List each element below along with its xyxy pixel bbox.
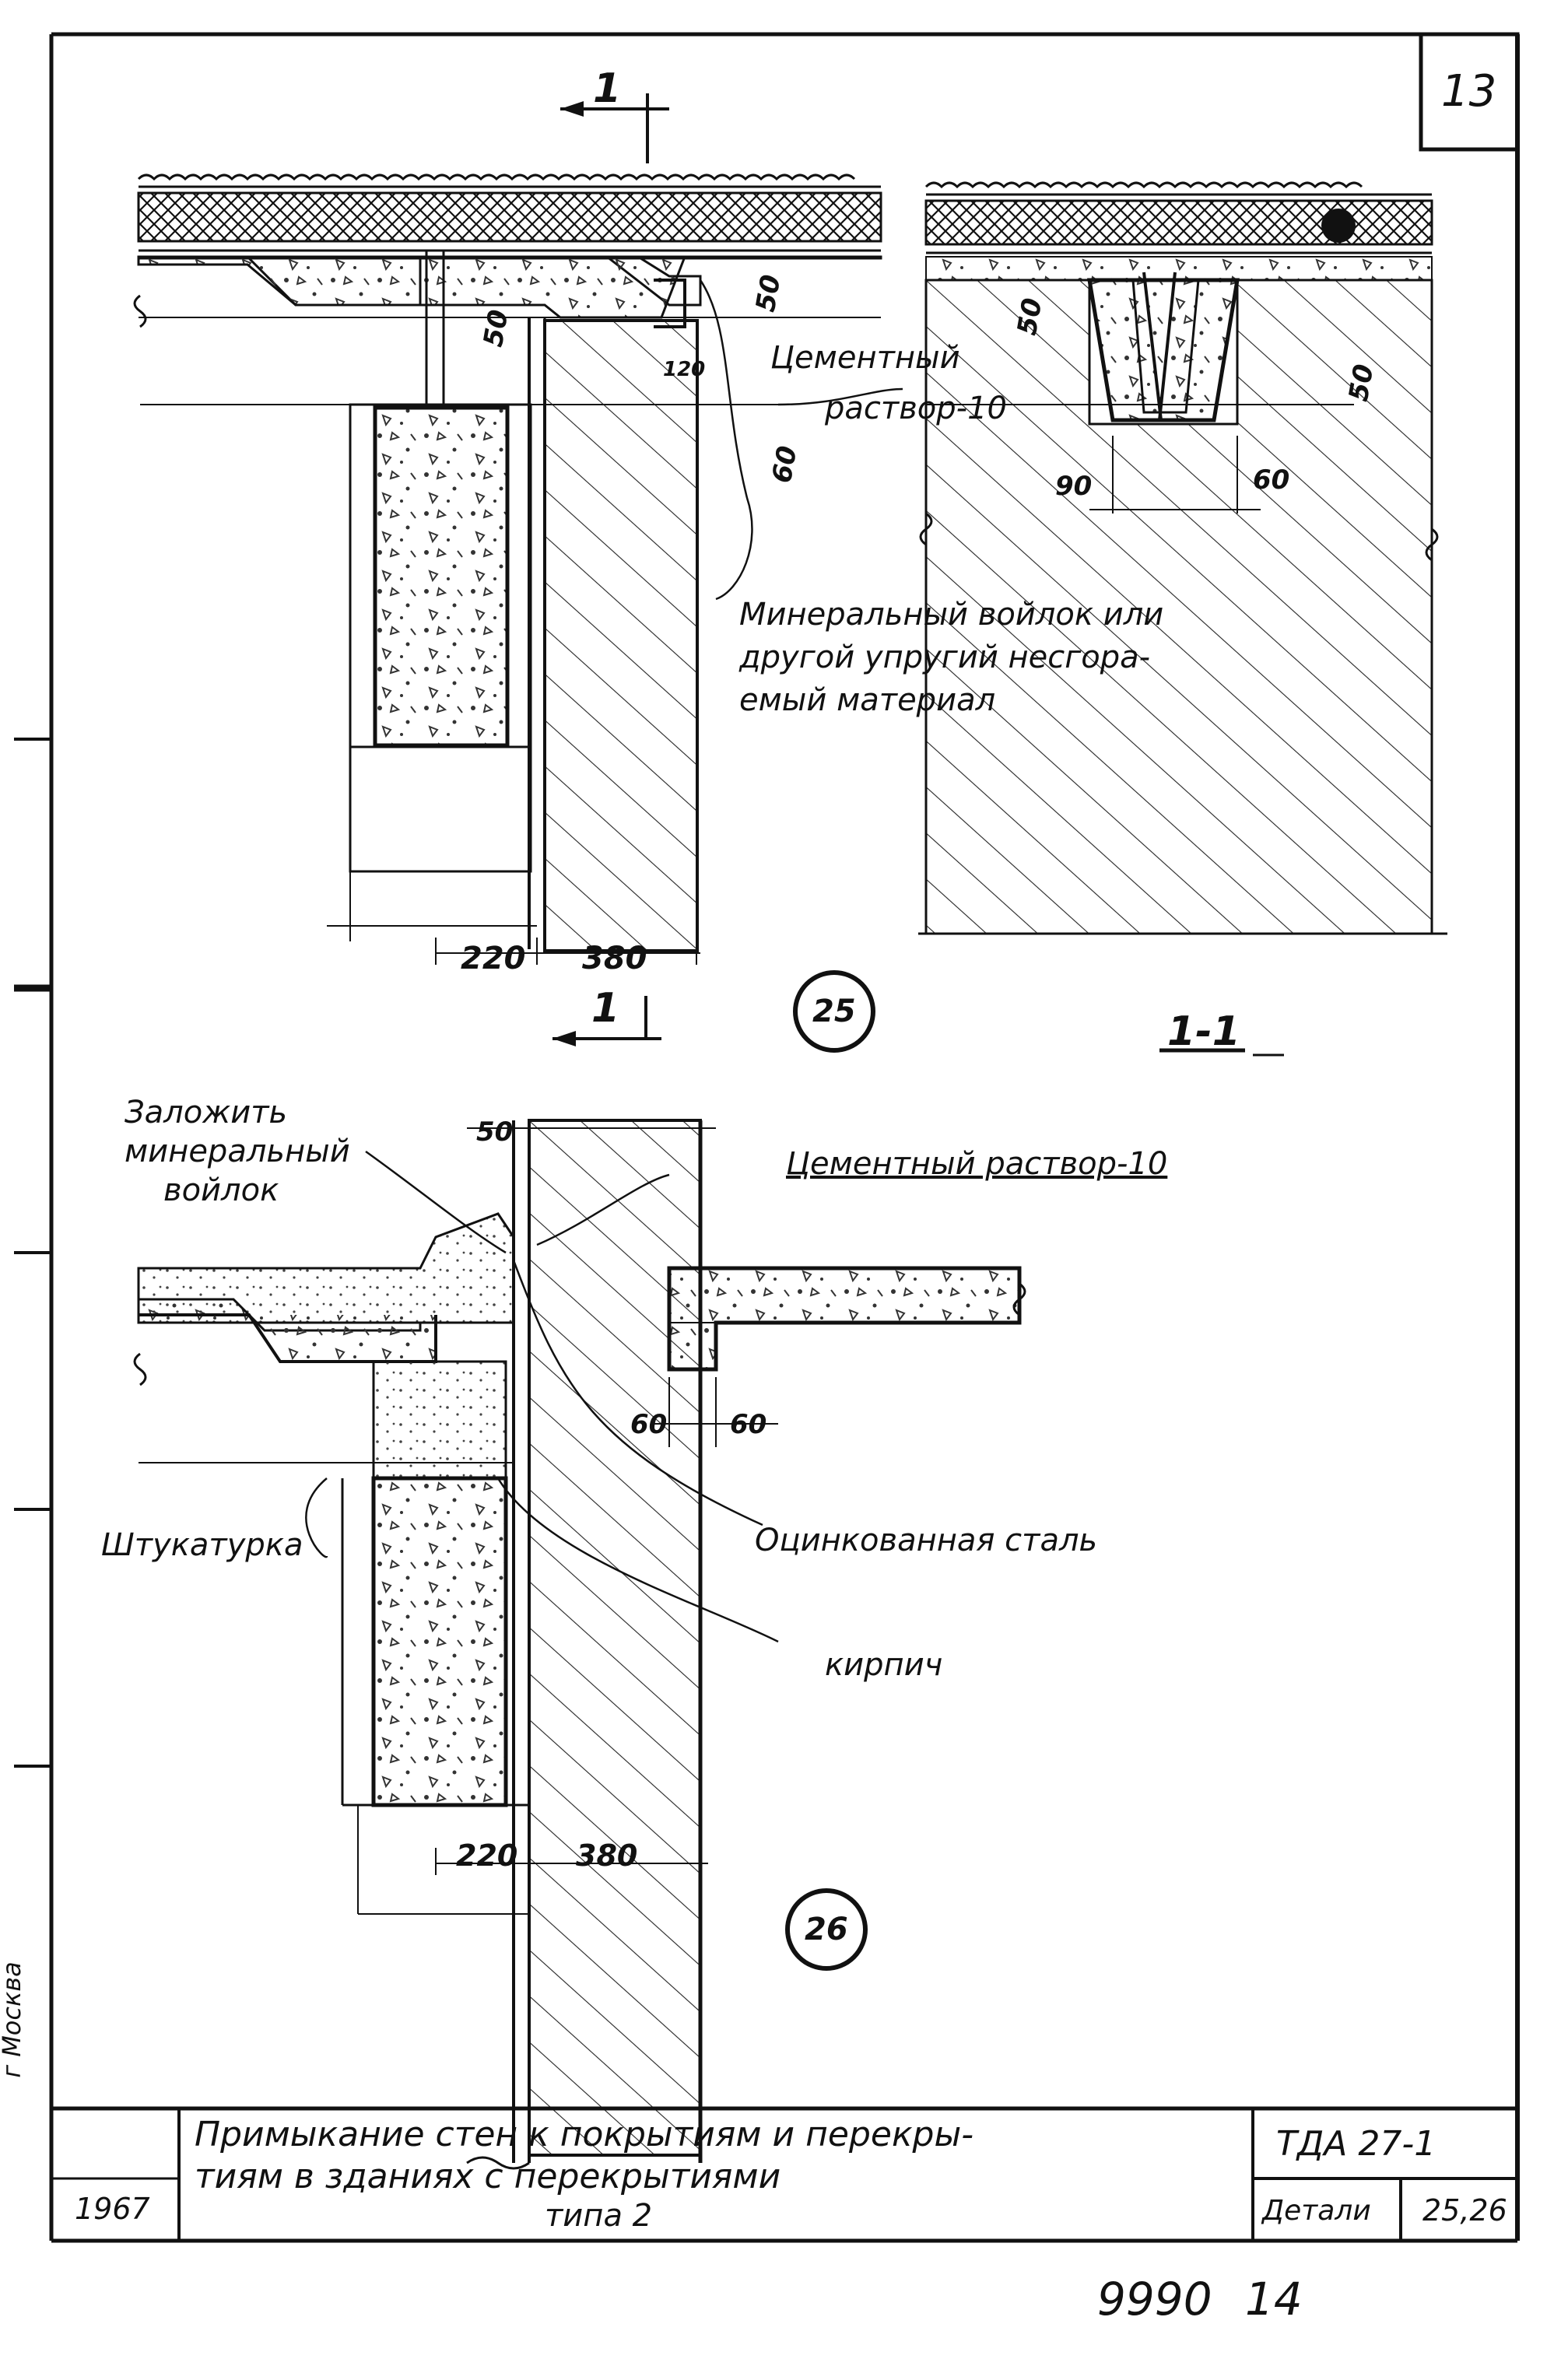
- plaster-label: Штукатурка: [101, 1527, 303, 1563]
- dim-25-50a: 50: [477, 307, 515, 349]
- detail-26-number: 26: [805, 1912, 848, 1947]
- footer-page: 14: [1245, 2273, 1303, 2326]
- title-line-2: тиям в зданиях с перекрытиями: [195, 2157, 781, 2196]
- dim-25-50b: 50: [749, 272, 788, 314]
- title-line-3: типа 2: [545, 2198, 653, 2234]
- title-year: 1967: [75, 2192, 150, 2226]
- detail-25-drawing: [133, 93, 903, 1053]
- title-line-1: Примыкание стен к покрытиям и перекры-: [195, 2115, 974, 2154]
- dim-25-50c: 50: [1011, 296, 1049, 338]
- dim-26-60a: 60: [630, 1409, 668, 1440]
- cement-mortar-label-2: раствор-10: [825, 391, 1007, 426]
- lay-felt-label: Заложить: [125, 1095, 288, 1130]
- lay-felt-label-3: войлок: [163, 1172, 279, 1208]
- mineral-felt-label: Минеральный войлок или: [739, 597, 1164, 633]
- galvanized-steel-label: Оцинкованная сталь: [755, 1523, 1098, 1558]
- footer-code: 9990: [1097, 2273, 1212, 2326]
- dim-26-60b: 60: [730, 1409, 767, 1440]
- dim-25-50d: 50: [1342, 362, 1380, 404]
- title-block-frame: [51, 2106, 1517, 2241]
- cement-mortar-26-label: Цементный раствор-10: [786, 1146, 1168, 1182]
- dim-25-220: 220: [461, 941, 526, 976]
- title-series: ТДА 27-1: [1276, 2124, 1436, 2164]
- sheet-frame: [49, 32, 1520, 2243]
- dim-26-380: 380: [576, 1838, 638, 1873]
- dim-25-90: 90: [1055, 471, 1093, 502]
- section-1-1-drawing: [918, 181, 1447, 1057]
- title-doc-type: Детали: [1262, 2195, 1371, 2227]
- mineral-felt-label-2: другой упругий несгора-: [739, 640, 1151, 675]
- detail-26-drawing: [133, 1119, 1026, 2170]
- section-1-1-title: 1-1: [1167, 1008, 1240, 1055]
- binding-margin: [14, 738, 51, 1768]
- side-stamp-city: г Москва: [0, 1961, 26, 2078]
- dim-25-60b: 60: [1253, 464, 1290, 496]
- dim-25-60a: 60: [766, 443, 804, 485]
- dim-25-380: 380: [582, 941, 647, 976]
- dim-26-220: 220: [456, 1838, 518, 1873]
- title-sheet: 25,26: [1422, 2193, 1507, 2228]
- mineral-felt-label-3: емый материал: [739, 682, 996, 718]
- brick-label: кирпич: [825, 1647, 943, 1683]
- cement-mortar-label: Цементный: [770, 340, 960, 376]
- section-mark-top: 1: [593, 65, 622, 112]
- sheet-number: 13: [1441, 66, 1497, 117]
- dim-26-50: 50: [476, 1116, 514, 1148]
- lay-felt-label-2: минеральный: [125, 1134, 350, 1169]
- section-mark-bottom: 1: [591, 985, 620, 1032]
- detail-25-number: 25: [812, 994, 856, 1029]
- dim-25-120: 120: [663, 358, 706, 381]
